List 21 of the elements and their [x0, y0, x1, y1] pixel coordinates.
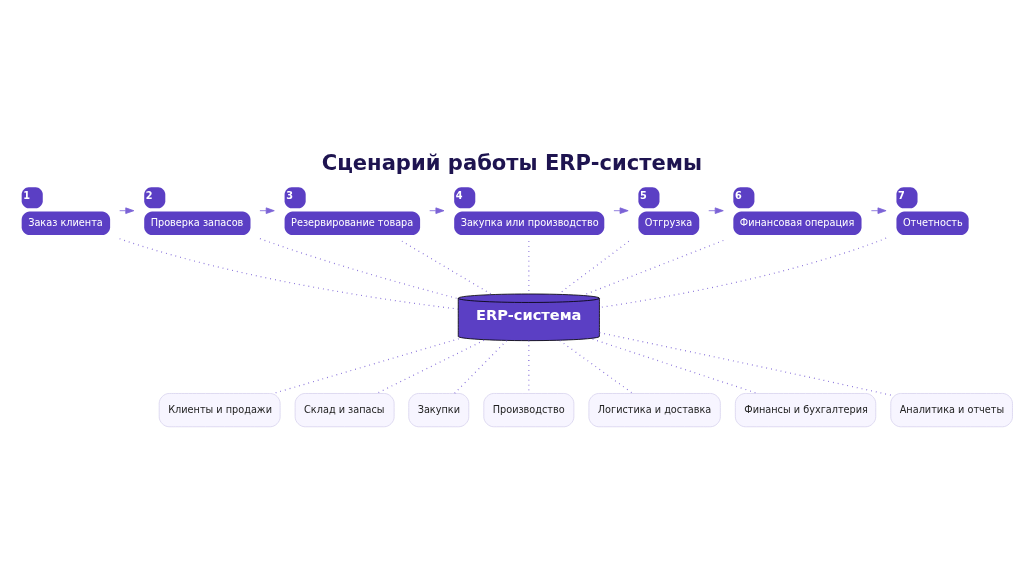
node-box: Аналитика и отчеты: [890, 392, 1013, 427]
arrow: [119, 206, 135, 214]
node-box: Финансы и бухгалтерия: [734, 392, 877, 427]
arrow: [429, 206, 445, 214]
connector: [453, 339, 508, 394]
arrow: [870, 206, 887, 214]
connector: [558, 240, 630, 295]
arrow: [708, 206, 724, 214]
node-box: Склад и запасы: [294, 392, 395, 427]
connector: [119, 237, 459, 310]
connector: [272, 337, 460, 394]
connector: [259, 237, 459, 299]
diagram-title: Сценарий работы ERP-системы: [321, 149, 702, 175]
arrow: [613, 206, 629, 214]
connector: [598, 236, 887, 308]
arrow: [259, 206, 275, 214]
node-box: Закупки: [408, 392, 470, 427]
node-box: Производство: [483, 392, 575, 427]
node-box: Логистика и доставка: [588, 392, 721, 427]
node-box: Клиенты и продажи: [158, 392, 281, 427]
connector: [401, 240, 492, 295]
